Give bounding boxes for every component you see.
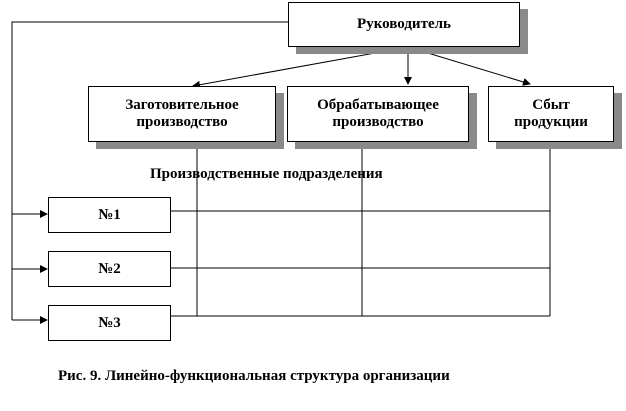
head-to-func-1-arrow — [192, 46, 409, 89]
func-1-line-2: производство — [136, 114, 228, 130]
func-1-line-1: Заготовительное — [125, 97, 239, 113]
unit-box-2: №2 — [48, 251, 171, 287]
func-box-1: Заготовительное производство — [88, 86, 276, 142]
unit-2-label: №2 — [98, 260, 121, 277]
func-2-line-1: Обрабатывающее — [317, 97, 439, 113]
func-2-line-2: производство — [332, 114, 424, 130]
unit-box-3: №3 — [48, 305, 171, 341]
head-label: Руководитель — [357, 16, 451, 32]
figure-caption: Рис. 9. Линейно-функциональная структура… — [58, 368, 450, 384]
func-3-line-1: Сбыт — [532, 97, 570, 113]
head-to-func-3-arrow — [407, 46, 531, 86]
head-box: Руководитель — [288, 2, 520, 47]
unit-3-label: №3 — [98, 314, 121, 331]
unit-1-label: №1 — [98, 206, 121, 223]
func-3-line-2: продукции — [514, 114, 588, 130]
func-box-3: Сбыт продукции — [488, 86, 614, 142]
head-to-units-line — [11, 21, 288, 320]
func-box-2: Обрабатывающее производство — [287, 86, 469, 142]
subdivisions-label: Производственные подразделения — [150, 166, 383, 182]
unit-box-1: №1 — [48, 197, 171, 233]
